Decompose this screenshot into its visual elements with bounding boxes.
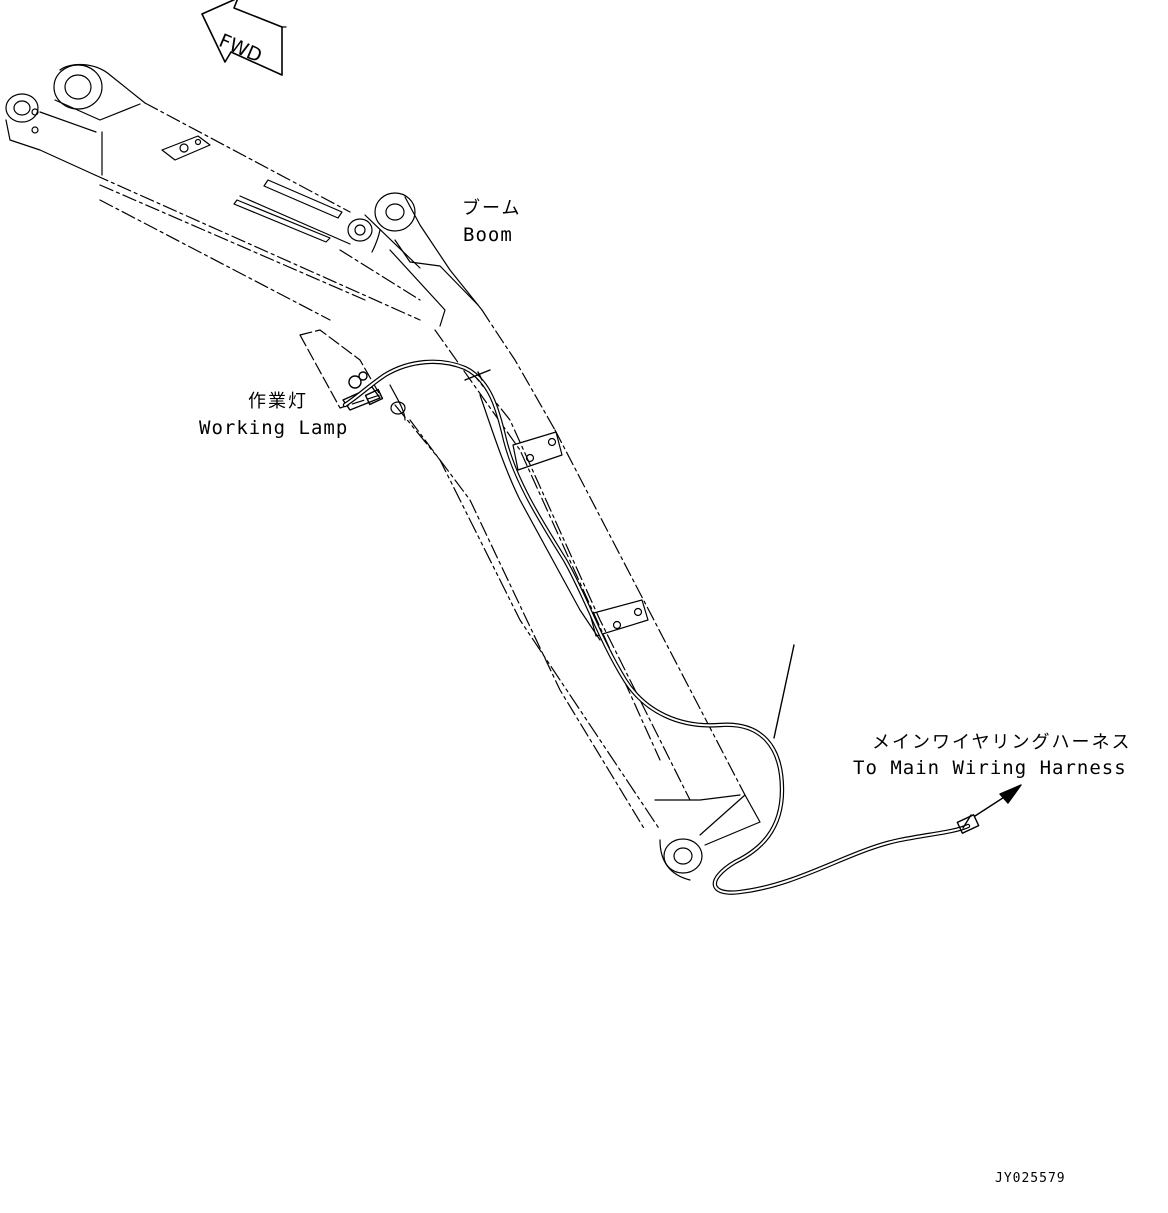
harness-leader-line (773, 644, 795, 739)
fwd-arrow-icon: FWD (201, 0, 287, 76)
boom-label-jp: ブーム (462, 198, 522, 219)
harness-connector-icon (956, 814, 980, 834)
arm-outline (5, 64, 483, 327)
boom-label-en: Boom (463, 224, 513, 246)
leader-lines (773, 644, 1022, 817)
harness-label-en: To Main Wiring Harness (853, 757, 1127, 779)
harness-arrow-icon (999, 784, 1022, 804)
harness-label-jp: メインワイヤリングハーネス (872, 732, 1132, 753)
working-lamp-label-jp: 作業灯 (248, 391, 308, 412)
boom-outline (99, 199, 761, 881)
drawing-code: JY025579 (995, 1171, 1066, 1186)
wiring-harness-cable (342, 359, 980, 895)
working-lamp-label-en: Working Lamp (199, 417, 349, 439)
